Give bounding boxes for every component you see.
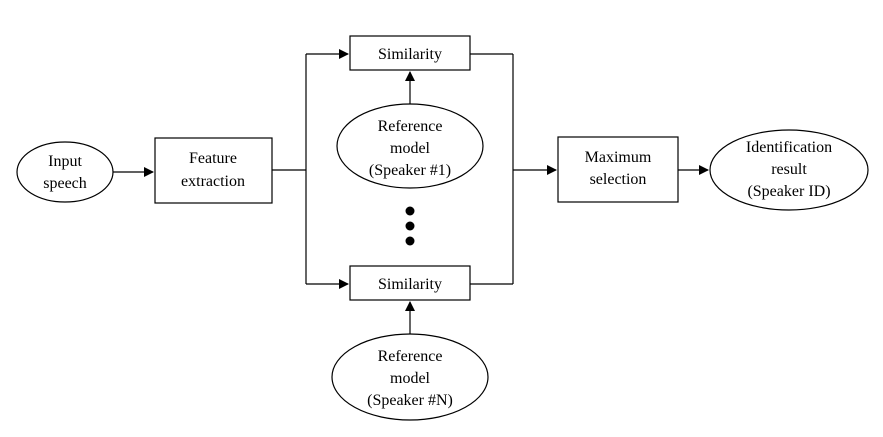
identification-result-label-1: Identification (746, 139, 832, 156)
reference-model-n-label-2: model (390, 370, 431, 387)
feature-extraction-node: Feature extraction (154, 137, 273, 204)
reference-model-n-label-3: (Speaker #N) (367, 392, 453, 409)
maximum-selection-node: Maximum selection (557, 136, 679, 203)
reference-model-1-node: Reference model (Speaker #1) (336, 103, 484, 189)
ellipsis-dots (405, 206, 415, 246)
reference-model-n-label-1: Reference (378, 348, 443, 365)
reference-model-n-node: Reference model (Speaker #N) (331, 333, 489, 421)
maximum-selection-label-2: selection (590, 171, 647, 188)
reference-model-1-label-2: model (390, 140, 431, 157)
similarity-n-label: Similarity (378, 276, 442, 293)
similarity-n-node: Similarity (349, 265, 471, 301)
reference-model-1-label-1: Reference (378, 118, 443, 135)
similarity-1-label: Similarity (378, 46, 442, 63)
input-speech-label-2: speech (43, 175, 87, 192)
similarity-1-node: Similarity (349, 35, 471, 71)
input-speech-node: Input speech (16, 141, 114, 203)
feature-extraction-label-2: extraction (181, 173, 245, 190)
feature-extraction-label-1: Feature (189, 150, 237, 167)
input-speech-label-1: Input (48, 153, 82, 170)
reference-model-1-label-3: (Speaker #1) (369, 162, 451, 179)
identification-result-label-2: result (771, 161, 807, 178)
identification-result-label-3: (Speaker ID) (747, 183, 830, 200)
identification-result-node: Identification result (Speaker ID) (709, 129, 869, 211)
maximum-selection-label-1: Maximum (585, 149, 652, 166)
